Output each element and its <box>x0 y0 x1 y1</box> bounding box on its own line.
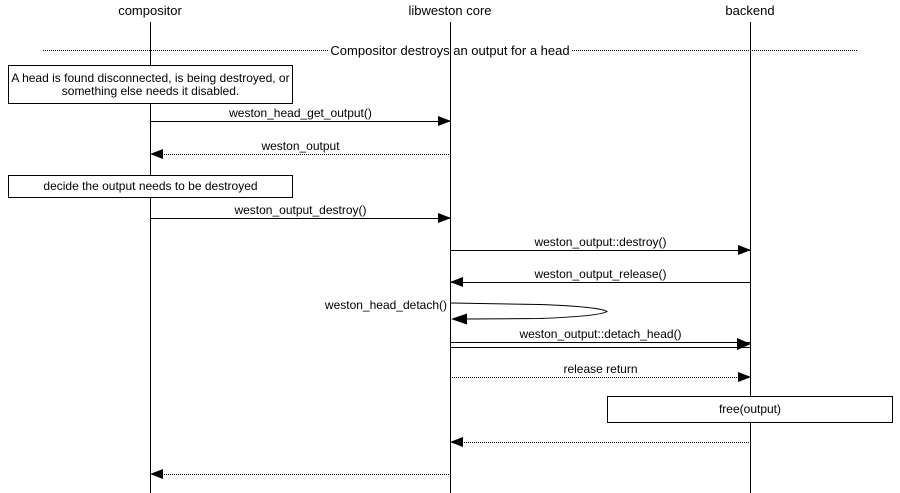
message-line <box>150 474 451 475</box>
arrowhead-left-icon <box>450 437 463 447</box>
message-label: release return <box>563 362 638 376</box>
arrowhead-right-icon <box>438 116 451 126</box>
arrowhead-right-icon <box>438 213 451 223</box>
message-label: weston_output::destroy() <box>534 235 667 249</box>
message-weston-output-destroy-vfunc: weston_output::destroy() <box>450 235 751 255</box>
lifeline-libweston-core <box>450 22 451 493</box>
message-label: weston_head_get_output() <box>229 106 372 120</box>
divider-line-left <box>43 49 329 51</box>
note-text: A head is found disconnected, is being d… <box>11 70 290 98</box>
message-weston-output-detach-head: weston_output::detach_head() <box>450 327 751 350</box>
message-weston-head-detach: weston_head_detach() <box>280 299 447 313</box>
arrowhead-right-icon <box>737 338 751 350</box>
message-line <box>150 121 451 122</box>
arrowhead-right-icon <box>738 245 751 255</box>
message-label: weston_output_release() <box>534 267 667 281</box>
arrowhead-left-icon <box>451 313 467 325</box>
arrowhead-left-icon <box>150 469 163 479</box>
message-line <box>150 154 451 155</box>
divider: Compositor destroys an output for a head <box>43 42 858 58</box>
arrowhead-left-icon <box>450 277 463 287</box>
actor-label-compositor: compositor <box>118 3 182 18</box>
message-label: weston_output <box>261 139 340 153</box>
message-line <box>150 218 451 219</box>
divider-line-right <box>571 49 858 51</box>
message-label: weston_output_destroy() <box>234 203 367 217</box>
message-label: weston_output::detach_head() <box>519 327 682 341</box>
message-line <box>450 250 751 251</box>
note-head-disconnected: A head is found disconnected, is being d… <box>8 65 293 104</box>
message-label: weston_head_detach() <box>324 298 447 312</box>
note-text: free(output) <box>718 402 782 416</box>
message-return-to-libweston <box>450 437 751 447</box>
message-return-to-compositor <box>150 469 451 479</box>
message-release-return: release return <box>450 362 751 382</box>
message-weston-head-get-output: weston_head_get_output() <box>150 106 451 126</box>
actor-label-backend: backend <box>725 3 775 18</box>
message-weston-output-return: weston_output <box>150 139 451 159</box>
message-line-top <box>450 342 751 343</box>
message-weston-output-release: weston_output_release() <box>450 267 751 287</box>
message-line <box>450 442 751 443</box>
actor-label-libweston-core: libweston core <box>408 3 492 18</box>
message-line-bottom <box>450 347 751 348</box>
lifeline-backend <box>750 22 751 493</box>
message-line <box>450 377 751 378</box>
self-message-loop <box>450 302 608 325</box>
message-line <box>450 282 751 283</box>
note-decide-destroy: decide the output needs to be destroyed <box>8 175 293 198</box>
arrowhead-left-icon <box>150 149 163 159</box>
divider-label: Compositor destroys an output for a head <box>330 42 570 58</box>
self-loop-line <box>450 302 608 320</box>
message-weston-output-destroy: weston_output_destroy() <box>150 203 451 223</box>
note-free-output: free(output) <box>607 396 893 423</box>
note-text: decide the output needs to be destroyed <box>43 179 258 193</box>
lifeline-compositor <box>150 22 151 493</box>
arrowhead-right-icon <box>738 372 751 382</box>
